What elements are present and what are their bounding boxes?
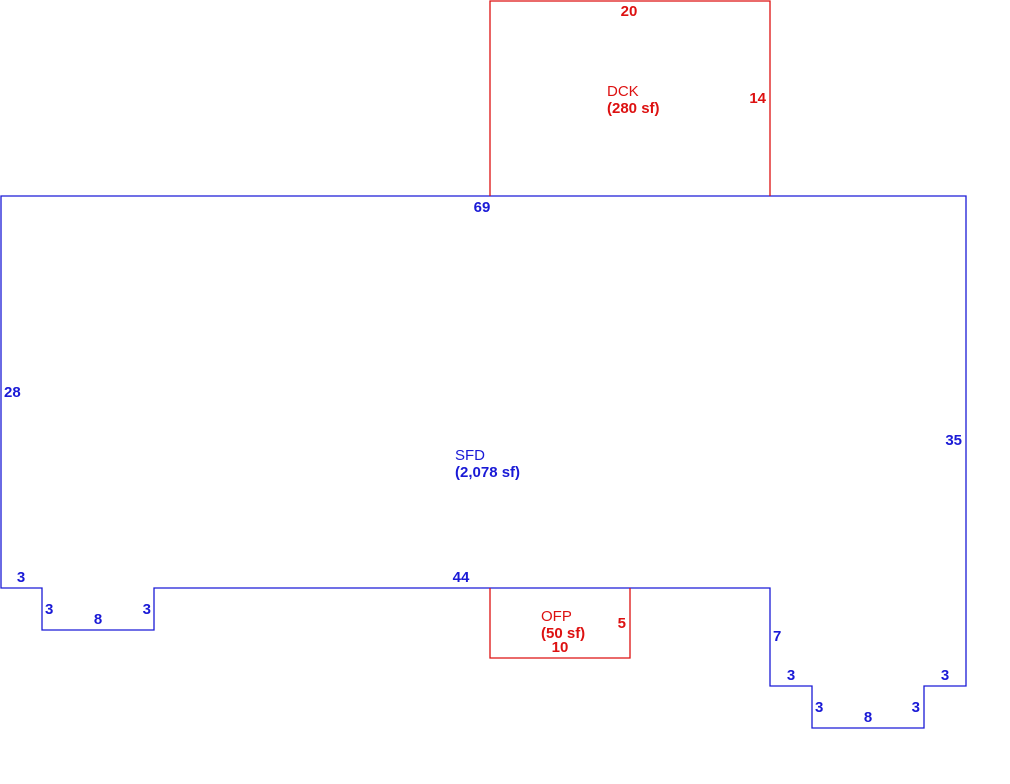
sfd-left-notch-depth-a: 3 (45, 601, 53, 618)
ofp-right-dimension: 5 (618, 615, 626, 632)
sfd-left-dimension: 28 (4, 384, 21, 401)
sfd-bottom-left-dimension: 3 (17, 569, 25, 586)
sfd-outline (0, 195, 967, 729)
dck-name-label: DCK (607, 83, 639, 100)
sfd-right-dimension: 35 (945, 432, 962, 449)
sfd-right-step-dimension: 7 (773, 628, 781, 645)
sfd-right-notch-depth-a: 3 (815, 699, 823, 716)
sfd-right-ledge-dimension: 3 (941, 667, 949, 684)
dck-top-dimension: 20 (621, 3, 638, 20)
sfd-left-notch-depth-b: 3 (143, 601, 151, 618)
sfd-right-step-ledge: 3 (787, 667, 795, 684)
sfd-name-label: SFD (455, 447, 485, 464)
ofp-outline (489, 588, 631, 659)
ofp-area-label: (50 sf) (541, 625, 585, 642)
sfd-area-label: (2,078 sf) (455, 464, 520, 481)
dck-right-dimension: 14 (749, 90, 766, 107)
dck-outline (489, 0, 771, 196)
sfd-right-notch-width: 8 (864, 709, 872, 726)
sfd-bottom-middle-dimension: 44 (453, 569, 470, 586)
sfd-right-notch-depth-b: 3 (912, 699, 920, 716)
sfd-top-dimension: 69 (474, 199, 491, 216)
ofp-bottom-dimension: 10 (552, 639, 569, 656)
dck-area-label: (280 sf) (607, 100, 660, 117)
ofp-name-label: OFP (541, 608, 572, 625)
sfd-left-notch-width: 8 (94, 611, 102, 628)
